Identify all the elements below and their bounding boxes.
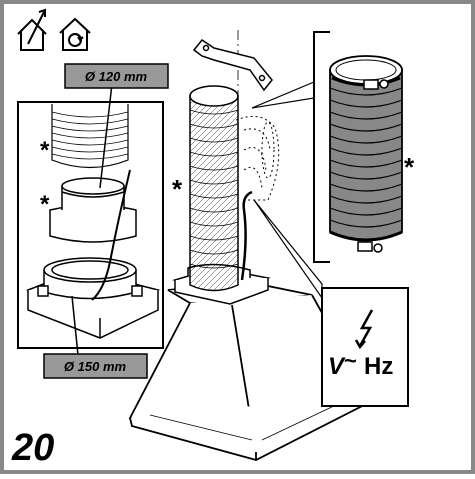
asterisk-inset-reducer: * — [40, 191, 50, 218]
asterisk-chimney-duct: * — [172, 174, 183, 204]
inset-base-flange — [25, 257, 161, 339]
zoom-duct — [329, 55, 403, 253]
lightning-bolt-icon — [354, 309, 374, 350]
back-duct-dashed — [235, 115, 280, 201]
hood-body — [128, 281, 372, 461]
asterisk-inset-duct: * — [40, 137, 50, 164]
label-bottom-leader — [71, 295, 79, 356]
duct-clamp-bottom — [329, 230, 403, 253]
power-cable — [240, 190, 253, 281]
label-top-box — [64, 63, 169, 89]
house-recirculation-icon — [59, 17, 91, 51]
step-number: 20 — [11, 427, 54, 469]
inset-reducer — [49, 177, 137, 243]
electrical-hz: Hz — [364, 353, 393, 380]
duct-clamp-top — [331, 76, 401, 90]
label-bottom: Ø 150 mm — [64, 359, 127, 374]
electrical-tilde: ~ — [344, 348, 357, 373]
electrical-voltage: V — [328, 353, 346, 380]
inset-cable — [91, 169, 131, 301]
zoom-frame — [313, 31, 330, 263]
label-top-leader — [99, 83, 113, 189]
chimney-flexible-duct — [189, 85, 239, 292]
wall-bracket — [192, 38, 273, 92]
label-bottom-box — [43, 353, 148, 379]
inset-flexible-duct — [51, 104, 129, 169]
electrical-box — [321, 287, 409, 407]
house-exhaust-icon — [17, 8, 47, 51]
label-top: Ø 120 mm — [85, 69, 148, 84]
asterisk-zoom-duct: * — [404, 152, 415, 182]
